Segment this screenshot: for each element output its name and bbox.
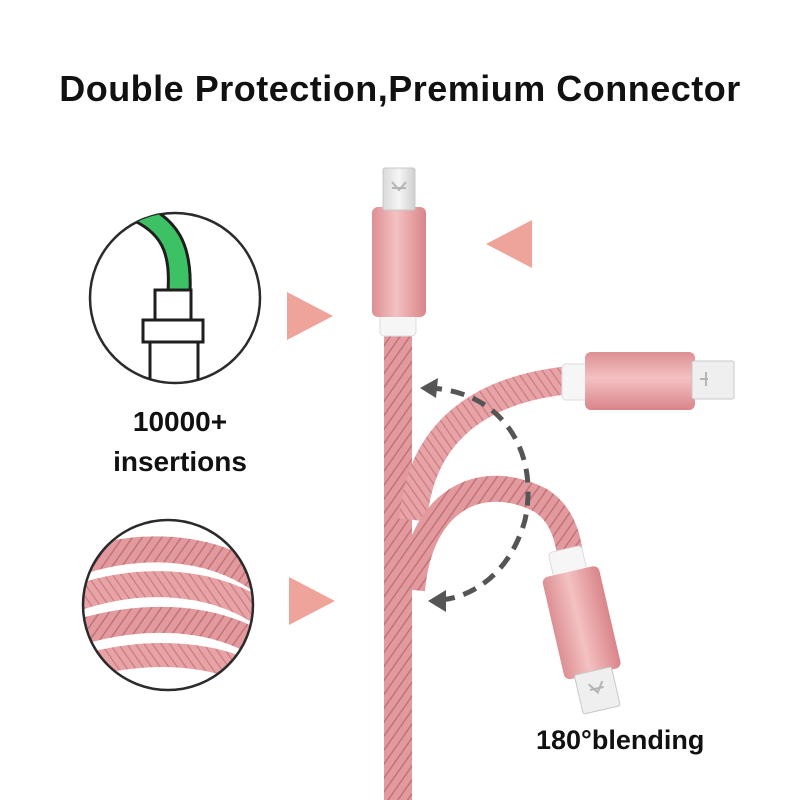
insertions-count: 10000+ xyxy=(132,406,228,437)
insertion-diagram xyxy=(88,211,262,385)
bent-cable-diagonal xyxy=(399,475,621,715)
page-title: Double Protection,Premium Connector xyxy=(59,68,741,109)
pointer-triangle-right-top xyxy=(287,292,333,340)
pointer-triangle-right-bottom xyxy=(289,577,335,625)
bent-cable-horizontal xyxy=(399,352,735,522)
vertical-cable xyxy=(372,167,426,800)
bend-arrow xyxy=(420,378,531,612)
braided-cable-closeup xyxy=(81,518,255,692)
bending-caption: 180°blending xyxy=(536,725,705,755)
insertions-caption: 10000+ insertions xyxy=(100,402,260,482)
pointer-triangle-left xyxy=(486,220,532,268)
insertions-label: insertions xyxy=(113,446,247,477)
